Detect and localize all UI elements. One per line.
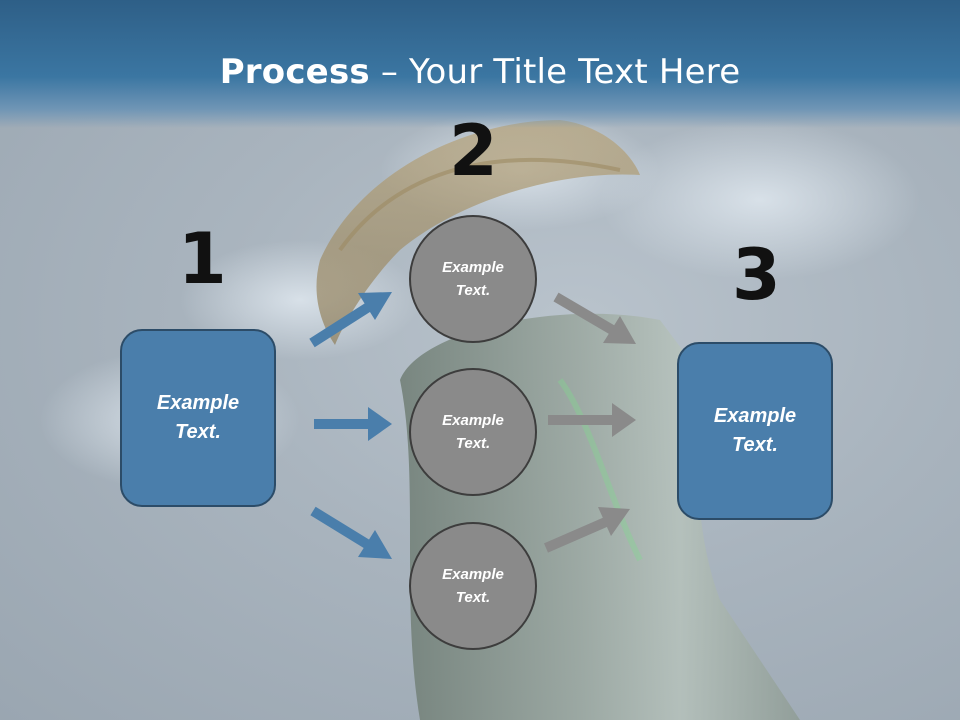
gray-arrow-up [544, 507, 630, 553]
title-bold: Process [219, 52, 370, 92]
circle-bottom[interactable]: Example Text. [409, 522, 537, 650]
circle-top[interactable]: Example Text. [409, 215, 537, 343]
blue-arrow-up [309, 292, 392, 348]
slide-title: Process – Your Title Text Here [0, 52, 960, 92]
step-3-box[interactable]: Example Text. [677, 342, 833, 520]
blue-arrow-middle [314, 407, 392, 441]
circle-middle[interactable]: Example Text. [409, 368, 537, 496]
title-rest: – Your Title Text Here [369, 52, 741, 92]
step-1-box[interactable]: Example Text. [120, 329, 276, 507]
step-number-2: 2 [449, 110, 498, 192]
blue-arrow-down [310, 506, 392, 559]
step-number-3: 3 [732, 234, 781, 316]
gray-arrow-down [553, 292, 636, 344]
step-number-1: 1 [178, 218, 227, 300]
title-bar [0, 0, 960, 128]
gray-arrow-middle [548, 403, 636, 437]
